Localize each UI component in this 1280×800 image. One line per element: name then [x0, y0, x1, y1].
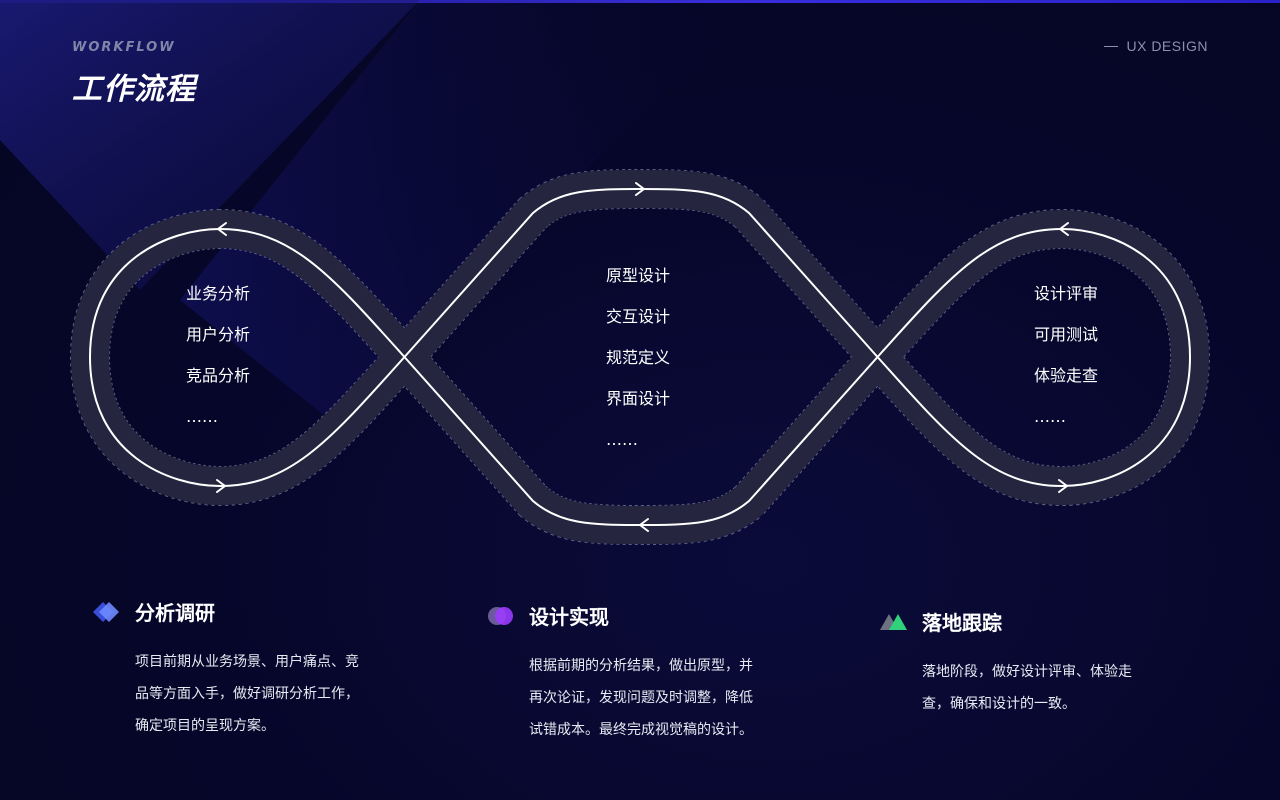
- description-line: 查，确保和设计的一致。: [922, 696, 1076, 712]
- list-item: 交互设计: [606, 307, 671, 326]
- list-item: ……: [606, 430, 638, 449]
- arrow-center-top-icon: [635, 182, 645, 196]
- right-loop-list: 设计评审 可用测试 体验走查 ……: [1034, 273, 1098, 437]
- list-item: 规范定义: [606, 348, 671, 367]
- tag-dash: [1104, 45, 1119, 47]
- list-item: ……: [1034, 407, 1066, 426]
- list-item: 业务分析: [186, 284, 251, 303]
- stage-design: 设计实现 根据前期的分析结果，做出原型，并 再次论证，发现问题及时调整，降低 试…: [487, 601, 753, 746]
- list-item: 体验走查: [1034, 366, 1099, 385]
- overlapping-circles-icon: [488, 606, 513, 625]
- section-eyebrow: WORKFLOW: [72, 40, 176, 55]
- stage-header: 分析调研: [93, 597, 359, 626]
- stage-header: 设计实现: [487, 601, 753, 630]
- arrow-center-bottom-icon: [639, 518, 649, 532]
- arrow-right-top-icon: [1059, 222, 1069, 236]
- list-item: 竞品分析: [186, 366, 251, 385]
- description-line: 落地阶段，做好设计评审、体验走: [922, 664, 1132, 680]
- tag-label: UX DESIGN: [1126, 38, 1208, 54]
- description-line: 再次论证，发现问题及时调整，降低: [529, 690, 753, 706]
- description-line: 项目前期从业务场景、用户痛点、竞: [135, 654, 359, 670]
- stage-description: 项目前期从业务场景、用户痛点、竞 品等方面入手，做好调研分析工作， 确定项目的呈…: [135, 646, 359, 742]
- stage-tracking: 落地跟踪 落地阶段，做好设计评审、体验走 查，确保和设计的一致。: [880, 607, 1132, 720]
- stage-description: 根据前期的分析结果，做出原型，并 再次论证，发现问题及时调整，降低 试错成本。最…: [529, 650, 753, 746]
- stage-header: 落地跟踪: [880, 607, 1132, 636]
- list-item: 可用测试: [1034, 325, 1099, 344]
- stage-title: 分析调研: [135, 601, 215, 625]
- section-tag: UX DESIGN: [1104, 38, 1208, 54]
- page-title: 工作流程: [72, 72, 196, 107]
- arrow-left-bottom-icon: [216, 479, 226, 493]
- arrow-right-bottom-icon: [1058, 479, 1068, 493]
- stage-title: 落地跟踪: [922, 611, 1002, 635]
- list-item: 用户分析: [186, 325, 251, 344]
- list-item: 设计评审: [1034, 284, 1099, 303]
- list-item: 界面设计: [606, 389, 671, 408]
- mountain-triangles-icon: [880, 613, 907, 630]
- description-line: 品等方面入手，做好调研分析工作，: [135, 686, 359, 702]
- stage-title: 设计实现: [529, 605, 609, 629]
- stage-description: 落地阶段，做好设计评审、体验走 查，确保和设计的一致。: [922, 656, 1132, 720]
- description-line: 确定项目的呈现方案。: [135, 718, 275, 734]
- list-item: ……: [186, 407, 218, 426]
- description-line: 根据前期的分析结果，做出原型，并: [529, 658, 753, 674]
- stage-analysis: 分析调研 项目前期从业务场景、用户痛点、竞 品等方面入手，做好调研分析工作， 确…: [93, 597, 359, 742]
- diamond-layers-icon: [93, 601, 119, 622]
- list-item: 原型设计: [606, 266, 671, 285]
- center-loop-list: 原型设计 交互设计 规范定义 界面设计 ……: [606, 255, 670, 460]
- description-line: 试错成本。最终完成视觉稿的设计。: [529, 722, 753, 738]
- left-loop-list: 业务分析 用户分析 竞品分析 ……: [186, 273, 250, 437]
- arrow-left-top-icon: [217, 222, 227, 236]
